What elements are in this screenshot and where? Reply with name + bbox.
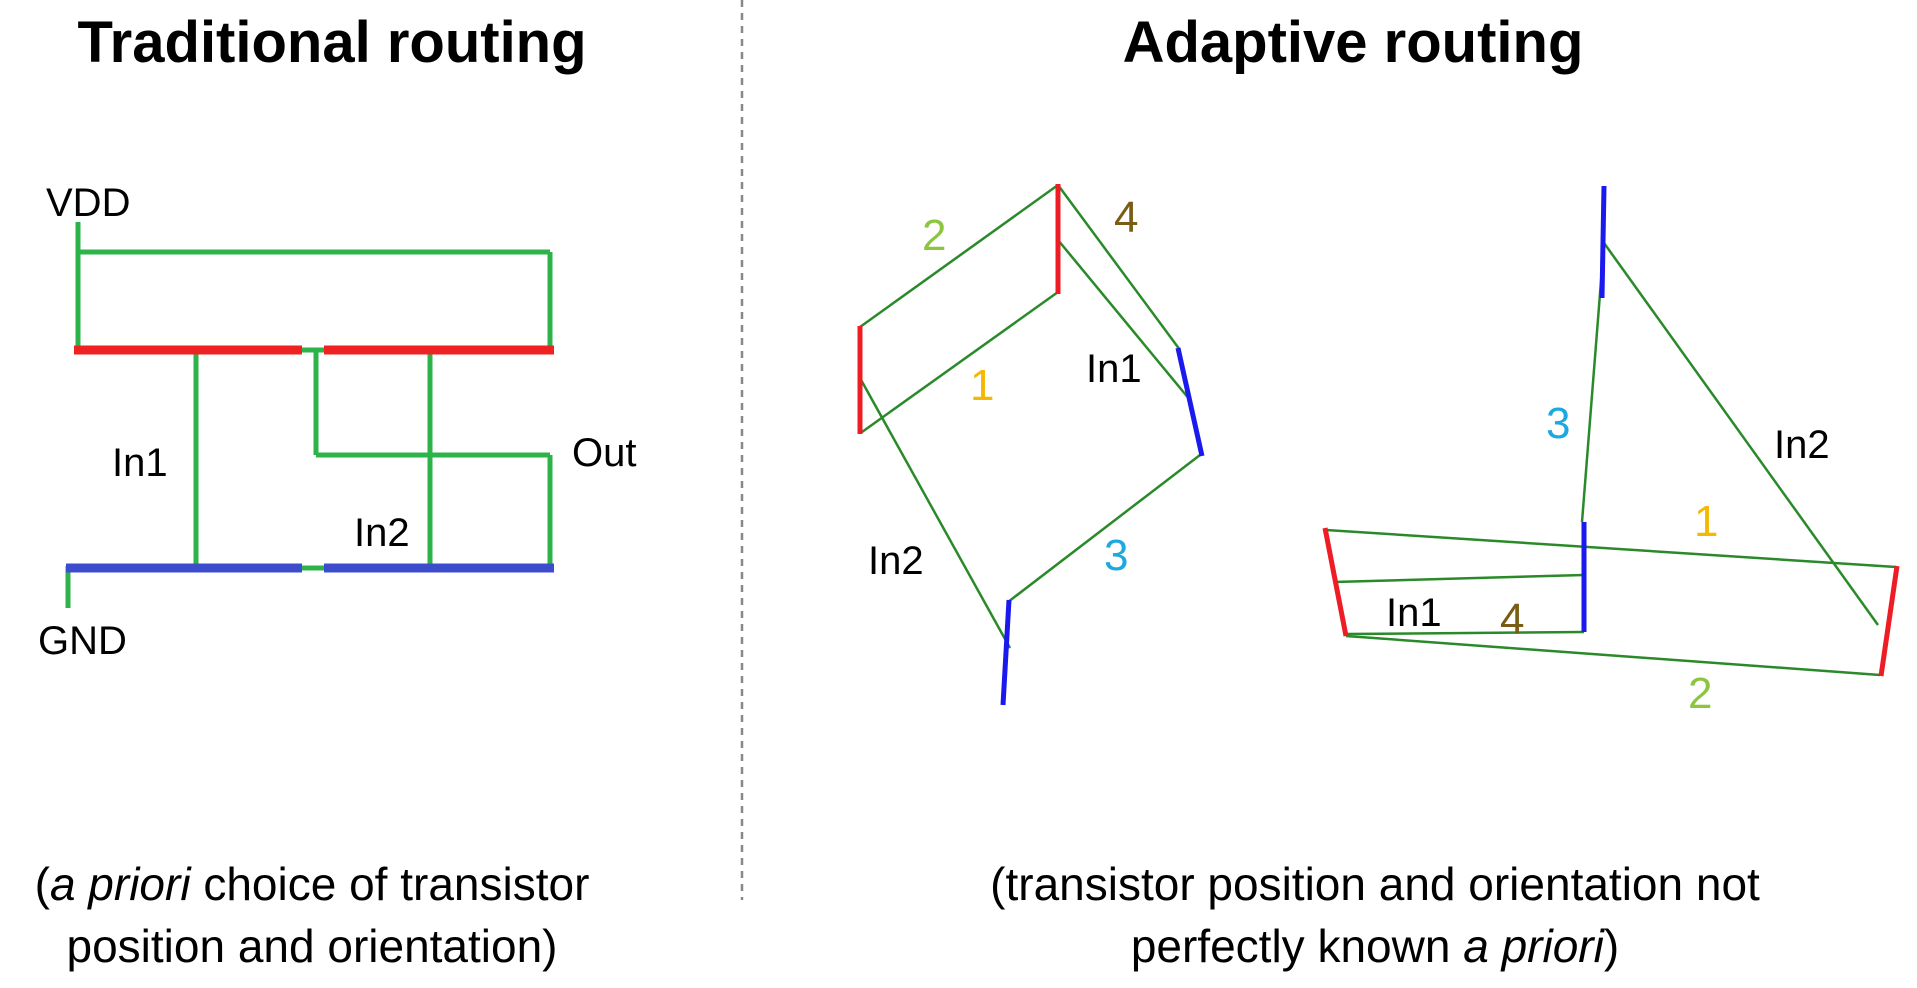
out-label: Out xyxy=(572,431,636,475)
right-panel-title: Adaptive routing xyxy=(1123,10,1584,75)
vdd-label: VDD xyxy=(46,181,130,225)
b-vdd-rail-left xyxy=(1322,527,1349,637)
a-in1-label: In1 xyxy=(1086,347,1142,391)
b-num-1: 1 xyxy=(1694,497,1718,546)
a-num-4: 4 xyxy=(1114,193,1138,242)
a-num-1: 1 xyxy=(970,361,994,410)
left-caption-line1: (a priori choice of transistor xyxy=(35,858,590,910)
b-gnd-rail-top xyxy=(1599,185,1607,299)
a-num-3: 3 xyxy=(1104,531,1128,580)
left-caption-line2: position and orientation) xyxy=(67,920,558,972)
traditional-circuit: VDD GND In1 In2 Out xyxy=(38,181,636,663)
a-gnd-rail-bottom xyxy=(1000,599,1012,706)
b-vdd-rail-right xyxy=(1878,565,1900,677)
adaptive-diagram-b: 3 1 4 2 In1 In2 xyxy=(1322,185,1900,718)
a-num-2: 2 xyxy=(922,211,946,260)
in1-label: In1 xyxy=(112,441,168,485)
b-in2-label: In2 xyxy=(1774,423,1830,467)
right-caption-line1: (transistor position and orientation not xyxy=(990,858,1760,910)
b-num-3: 3 xyxy=(1546,399,1570,448)
gnd-label: GND xyxy=(38,619,127,663)
left-panel-title: Traditional routing xyxy=(77,10,586,75)
a-in2-label: In2 xyxy=(868,539,924,583)
adaptive-diagram-a: 2 4 1 3 In1 In2 xyxy=(857,183,1205,706)
right-caption-line2: perfectly known a priori) xyxy=(1131,920,1619,972)
b-num-2: 2 xyxy=(1688,669,1712,718)
a-gnd-rail-right xyxy=(1175,347,1205,457)
in2-label: In2 xyxy=(354,511,410,555)
b-num-4: 4 xyxy=(1500,595,1524,644)
b-in1-label: In1 xyxy=(1386,591,1442,635)
